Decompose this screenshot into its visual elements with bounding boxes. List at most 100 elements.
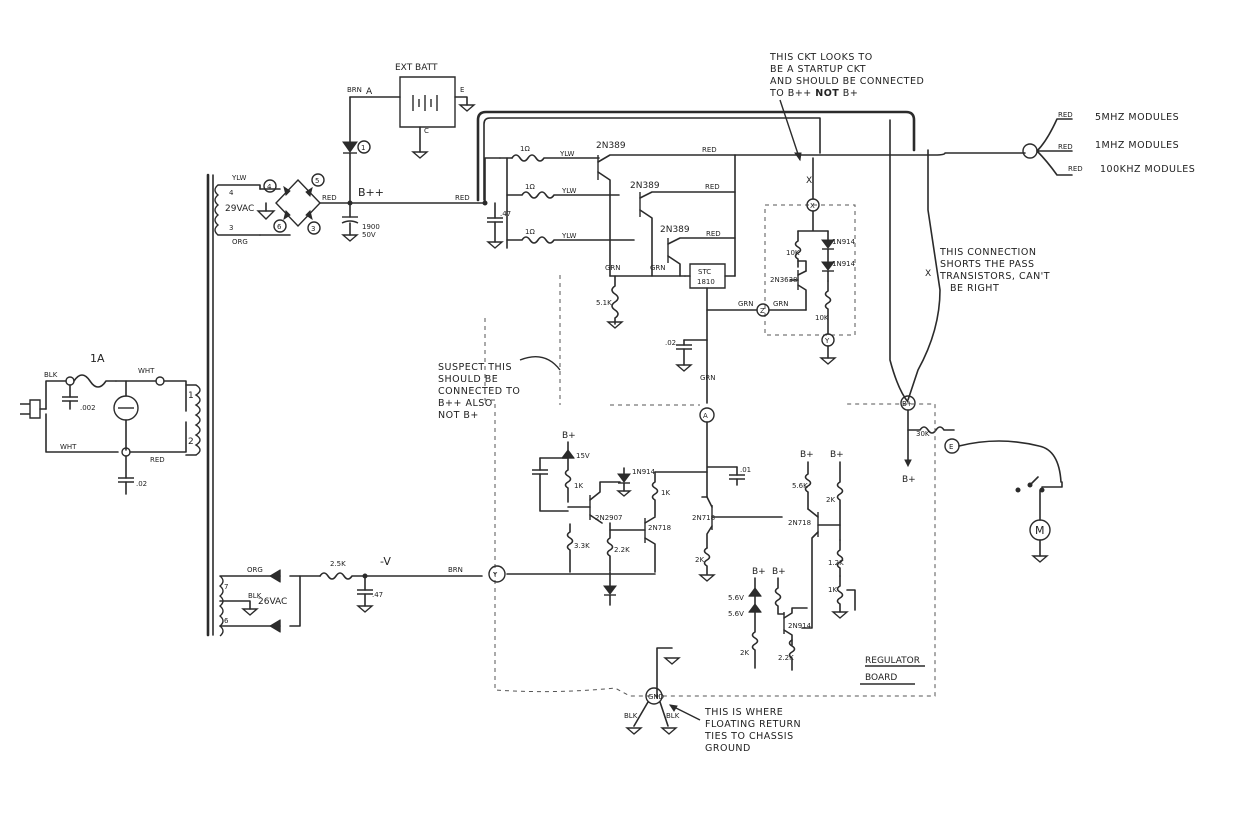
- x-mark-top: X: [806, 176, 812, 186]
- e-label: E: [460, 86, 464, 94]
- r1kpot-label: 1K: [828, 586, 837, 594]
- svg-text:5: 5: [315, 177, 319, 185]
- grn-label-d: GRN: [700, 374, 716, 382]
- red-label-m5: RED: [1058, 111, 1073, 119]
- r1k-reg-label: 1K: [661, 489, 670, 497]
- r1-label-c: 1Ω: [525, 228, 535, 236]
- b-plus-z2: B+: [772, 567, 786, 577]
- b-plus-right-b: B+: [830, 450, 844, 460]
- negative-supply: 7 6 ORG 26VAC BLK 2.5K -V BRN .47: [218, 555, 483, 637]
- ylw-label-sec: YLW: [231, 174, 247, 182]
- b-plus-plus-label: B++: [358, 186, 384, 199]
- note-suspect-4: B++ ALSO: [438, 398, 493, 409]
- b-plus-z1: B+: [752, 567, 766, 577]
- r22k-label: 2.2K: [614, 546, 630, 554]
- q2n2907-label: 2N2907: [595, 514, 623, 522]
- red-label-q3: RED: [706, 230, 721, 238]
- blk-label: BLK: [44, 371, 58, 379]
- b-plus-reg-label: B+: [562, 431, 576, 441]
- c-label: C: [424, 127, 429, 135]
- pin7-label: 7: [224, 583, 228, 591]
- red-label-bridge: RED: [322, 194, 337, 202]
- ylw-label-c: YLW: [561, 232, 577, 240]
- red-label-ac: RED: [150, 456, 165, 464]
- module-1mhz: 1MHZ MODULES: [1095, 140, 1179, 151]
- cap-02b-label: .02: [136, 480, 147, 488]
- orn-label: ORG: [232, 238, 248, 246]
- d56v-label-b: 5.6V: [728, 610, 744, 618]
- note-startup-4: TO B++ NOT B+: [769, 88, 858, 99]
- note-startup-2: BE A STARTUP CKT: [770, 64, 866, 75]
- cap-47-label: .47: [500, 210, 511, 218]
- note-shorts-1: THIS CONNECTION: [939, 247, 1036, 258]
- red-label-q2: RED: [705, 183, 720, 191]
- module-outputs: RED RED RED 5MHZ MODULES 1MHZ MODULES 10…: [734, 111, 1195, 176]
- orn-label-neg: ORG: [247, 566, 263, 574]
- b-plus-feed: X B+ B+ 30K E M: [889, 119, 1063, 563]
- gnd-label: GND: [648, 693, 664, 701]
- minus-v-label: -V: [380, 555, 391, 568]
- wht-label-bottom: WHT: [60, 443, 77, 451]
- r1-label-a: 1Ω: [520, 145, 530, 153]
- d15v-label: 15V: [576, 452, 590, 460]
- d1n914-reg-label-a: 1N914: [632, 468, 656, 476]
- q2n718a-label: 2N718: [648, 524, 671, 532]
- board-label: BOARD: [865, 673, 897, 683]
- fuse-label: 1A: [90, 352, 105, 365]
- blk-neg-label: BLK: [248, 592, 262, 600]
- q2n718b-label: 2N718: [692, 514, 715, 522]
- pin1-label: 1: [188, 391, 194, 401]
- ext-batt-label: EXT BATT: [395, 63, 438, 73]
- ac-input-section: 1A BLK WHT .002 WHT RED .02 1 2: [20, 352, 201, 495]
- note-ground-1: THIS IS WHERE: [704, 707, 783, 718]
- node-x-label: X: [810, 202, 815, 210]
- grn-label-a: GRN: [605, 264, 621, 272]
- startup-circuit: X X 10K 1N914 1N914 2N3638 Z GRN 10K Y: [756, 157, 856, 365]
- note-ground-2: FLOATING RETURN: [705, 719, 801, 730]
- note-startup-3: AND SHOULD BE CONNECTED: [770, 76, 924, 87]
- red-label-m100: RED: [1068, 165, 1083, 173]
- node-e-label: E: [949, 443, 953, 451]
- cap02-label: .02: [665, 339, 676, 347]
- r25k-label: 2.5K: [330, 560, 346, 568]
- red-label-m1: RED: [1058, 143, 1073, 151]
- d1n914-label-b: 1N914: [832, 260, 856, 268]
- b-plus-right-a: B+: [800, 450, 814, 460]
- r2k-b-label: 2K: [740, 649, 749, 657]
- note-suspect-2: SHOULD BE: [438, 374, 498, 385]
- node-y-reg-label: Y: [492, 571, 498, 579]
- pin4-label: 4: [229, 189, 234, 197]
- note-shorts-3: TRANSISTORS, CAN'T: [939, 271, 1050, 282]
- annotation-notes: THIS CKT LOOKS TO BE A STARTUP CKT AND S…: [438, 52, 1050, 754]
- brn-label: BRN: [347, 86, 362, 94]
- r10k-label-a: 10K: [786, 249, 800, 257]
- r51k-label: 5.1K: [596, 299, 612, 307]
- b-plus-out-label: B+: [902, 475, 916, 485]
- grn-label-e: GRN: [773, 300, 789, 308]
- cap-002-label: .002: [80, 404, 96, 412]
- svg-text:6: 6: [277, 223, 282, 231]
- r1-label-b: 1Ω: [525, 183, 535, 191]
- pass-transistors: 1Ω YLW 1Ω YLW 1Ω YLW 2N389 RED 2N389 RED…: [499, 141, 758, 404]
- svg-text:1: 1: [361, 144, 365, 152]
- a-label: A: [366, 87, 373, 97]
- r12k-label: 1.2K: [828, 559, 844, 567]
- wht-label: WHT: [138, 367, 155, 375]
- b-plus-plus-bus: RED .47: [349, 110, 916, 249]
- pin3-label: 3: [229, 224, 233, 232]
- r10k-label-b: 10K: [815, 314, 829, 322]
- q2-label: 2N389: [630, 181, 660, 191]
- r30k-label: 30K: [916, 430, 930, 438]
- note-ground-4: GROUND: [705, 743, 751, 754]
- note-shorts-2: SHORTS THE PASS: [940, 259, 1035, 270]
- node-z-label: Z: [760, 307, 765, 315]
- q3-label: 2N389: [660, 225, 690, 235]
- module-5mhz: 5MHZ MODULES: [1095, 112, 1179, 123]
- r22k-b-label: 2.2K: [778, 654, 794, 662]
- d56v-label-a: 5.6V: [728, 594, 744, 602]
- motor-label: M: [1035, 524, 1045, 537]
- q2n3638-label: 2N3638: [770, 276, 798, 284]
- red-label-q1: RED: [702, 146, 717, 154]
- stc-label: STC: [698, 268, 711, 276]
